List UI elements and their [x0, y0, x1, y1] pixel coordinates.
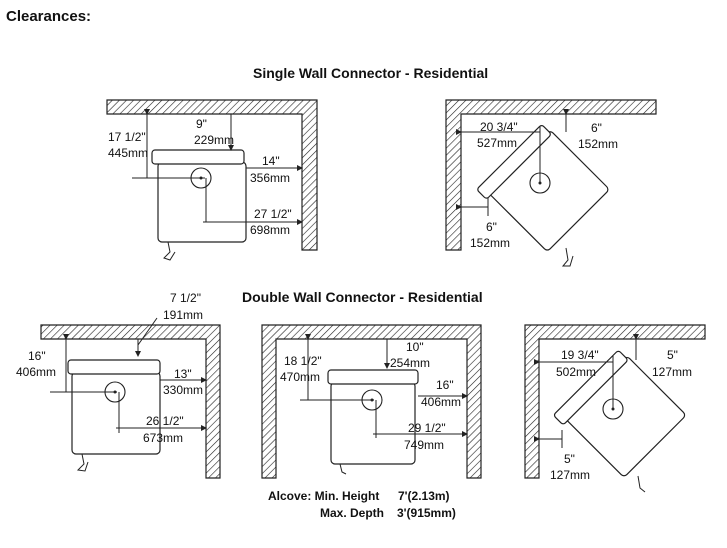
single-left-back-mm: 445mm [108, 146, 148, 160]
single-right-corner-mm: 527mm [477, 136, 517, 150]
single-left-side-mm: 356mm [250, 171, 290, 185]
double-left-side-in: 13" [174, 367, 192, 381]
single-left-top-mm: 229mm [194, 133, 234, 147]
single-left-wall [106, 99, 318, 251]
single-right-top-in: 6" [591, 121, 602, 135]
single-right-wall [445, 99, 657, 251]
double-left-pipe-mm: 191mm [163, 308, 203, 322]
single-left-center-in: 27 1/2" [254, 207, 292, 221]
double-middle-back-in: 18 1/2" [284, 354, 322, 368]
double-left-stove-top [67, 359, 161, 375]
double-left-pipe-in: 7 1/2" [170, 291, 201, 305]
single-right-top-mm: 152mm [578, 137, 618, 151]
single-right-side-in: 6" [486, 220, 497, 234]
single-wall-heading: Single Wall Connector - Residential [253, 65, 489, 81]
double-right-top-mm: 127mm [652, 365, 692, 379]
single-left-center-mm: 698mm [250, 223, 290, 237]
page-title: Clearances: [6, 8, 92, 25]
double-right-wall [524, 324, 706, 479]
double-left-back-mm: 406mm [16, 365, 56, 379]
double-left-side-mm: 330mm [163, 383, 203, 397]
double-middle-wall [261, 324, 482, 479]
single-left-side-in: 14" [262, 154, 280, 168]
double-left-center-in: 26 1/2" [146, 414, 184, 428]
double-right-corner-in: 19 3/4" [561, 348, 599, 362]
double-left-diagram: 7 1/2" 191mm 16" 406mm 13" 330mm 26 1/2"… [16, 291, 221, 479]
double-right-corner-mm: 502mm [556, 365, 596, 379]
double-left-wall [40, 324, 221, 479]
double-left-back-in: 16" [28, 349, 46, 363]
single-left-top-in: 9" [196, 117, 207, 131]
single-left-diagram: 17 1/2" 445mm 9" 229mm 14" 356mm 27 1/2"… [106, 99, 318, 261]
double-middle-stove-top [327, 369, 419, 385]
double-right-side-in: 5" [564, 452, 575, 466]
double-right-stove-top [553, 350, 628, 425]
single-left-stove-top [151, 149, 245, 165]
double-middle-side-mm: 406mm [421, 395, 461, 409]
alcove-depth-value: 3'(915mm) [397, 506, 456, 520]
double-left-center-mm: 673mm [143, 431, 183, 445]
double-right-side-mm: 127mm [550, 468, 590, 482]
single-right-side-mm: 152mm [470, 236, 510, 250]
double-middle-diagram: 18 1/2" 470mm 10" 254mm 16" 406mm 29 1/2… [261, 324, 482, 479]
alcove-height-value: 7'(2.13m) [398, 489, 450, 503]
double-middle-side-in: 16" [436, 378, 454, 392]
single-right-diagram: 20 3/4" 527mm 6" 152mm 6" 152mm [445, 99, 657, 267]
double-middle-top-in: 10" [406, 340, 424, 354]
alcove-height-label: Alcove: Min. Height [268, 489, 380, 503]
single-right-stove-top [477, 125, 551, 199]
double-right-top-in: 5" [667, 348, 678, 362]
alcove-depth-label: Max. Depth [320, 506, 385, 520]
double-middle-back-mm: 470mm [280, 370, 320, 384]
double-right-diagram: 19 3/4" 502mm 5" 127mm 5" 127mm [524, 324, 706, 493]
double-middle-top-mm: 254mm [390, 356, 430, 370]
double-middle-center-mm: 749mm [404, 438, 444, 452]
single-right-corner-in: 20 3/4" [480, 120, 518, 134]
double-wall-heading: Double Wall Connector - Residential [242, 289, 483, 305]
single-left-back-in: 17 1/2" [108, 130, 146, 144]
double-middle-center-in: 29 1/2" [408, 421, 446, 435]
